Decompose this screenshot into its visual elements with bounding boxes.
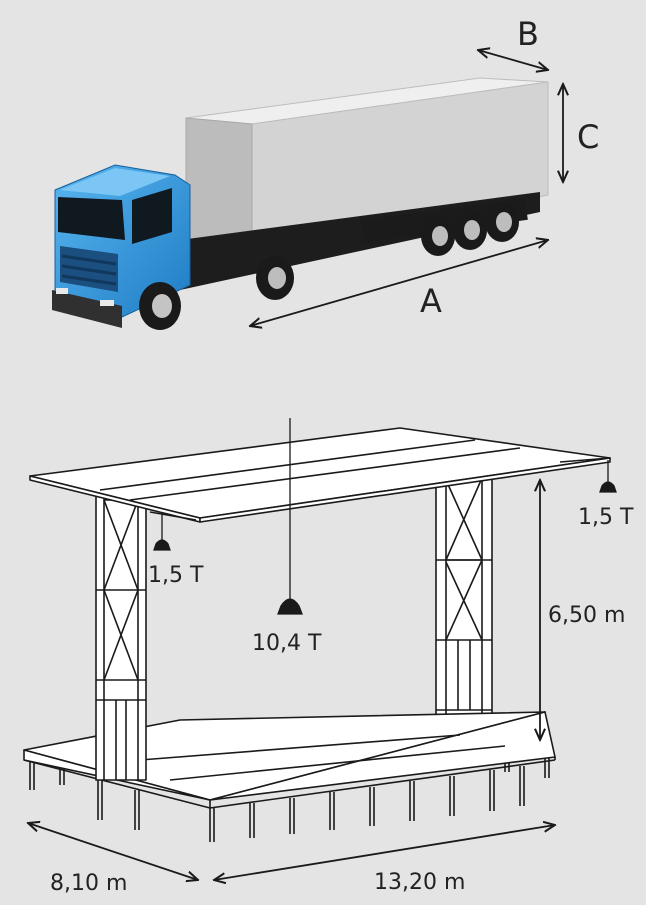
tractor-rear-wheel <box>256 256 294 300</box>
hanging-loads <box>153 418 617 615</box>
tower-left <box>95 487 147 781</box>
load-right-label: 1,5 T <box>578 505 634 530</box>
stage-roof-edge <box>199 457 611 523</box>
truck <box>52 77 549 330</box>
dimension-label-width: 8,10 m <box>50 871 127 896</box>
dimension-label-length: 13,20 m <box>374 870 465 895</box>
weight-icon-left <box>153 539 171 551</box>
dimension-label-height: 6,50 m <box>548 603 625 628</box>
cab-front-wheel <box>139 282 181 330</box>
dimension-arrow-b <box>478 50 548 70</box>
dimension-arrow-a <box>250 240 548 326</box>
stage-structure <box>23 427 611 842</box>
cab-windshield <box>58 197 125 240</box>
dimension-label-c: C <box>577 118 599 156</box>
cab-bumper <box>52 290 122 328</box>
headlight-right <box>100 300 114 306</box>
tower-right <box>435 477 493 741</box>
dimension-label-a: A <box>420 282 442 320</box>
cab-roof <box>60 168 170 196</box>
dimension-arrow-length <box>214 825 555 880</box>
weight-icon-right <box>599 481 617 493</box>
weight-icon-center <box>277 598 303 615</box>
stage-deck-front <box>209 711 556 801</box>
headlight-left <box>56 288 68 294</box>
dimension-arrow-width <box>28 823 198 880</box>
dimension-label-b: B <box>517 15 539 53</box>
load-left-label: 1,5 T <box>148 563 204 588</box>
load-center-label: 10,4 T <box>252 631 322 656</box>
cab-side-window <box>132 188 172 244</box>
